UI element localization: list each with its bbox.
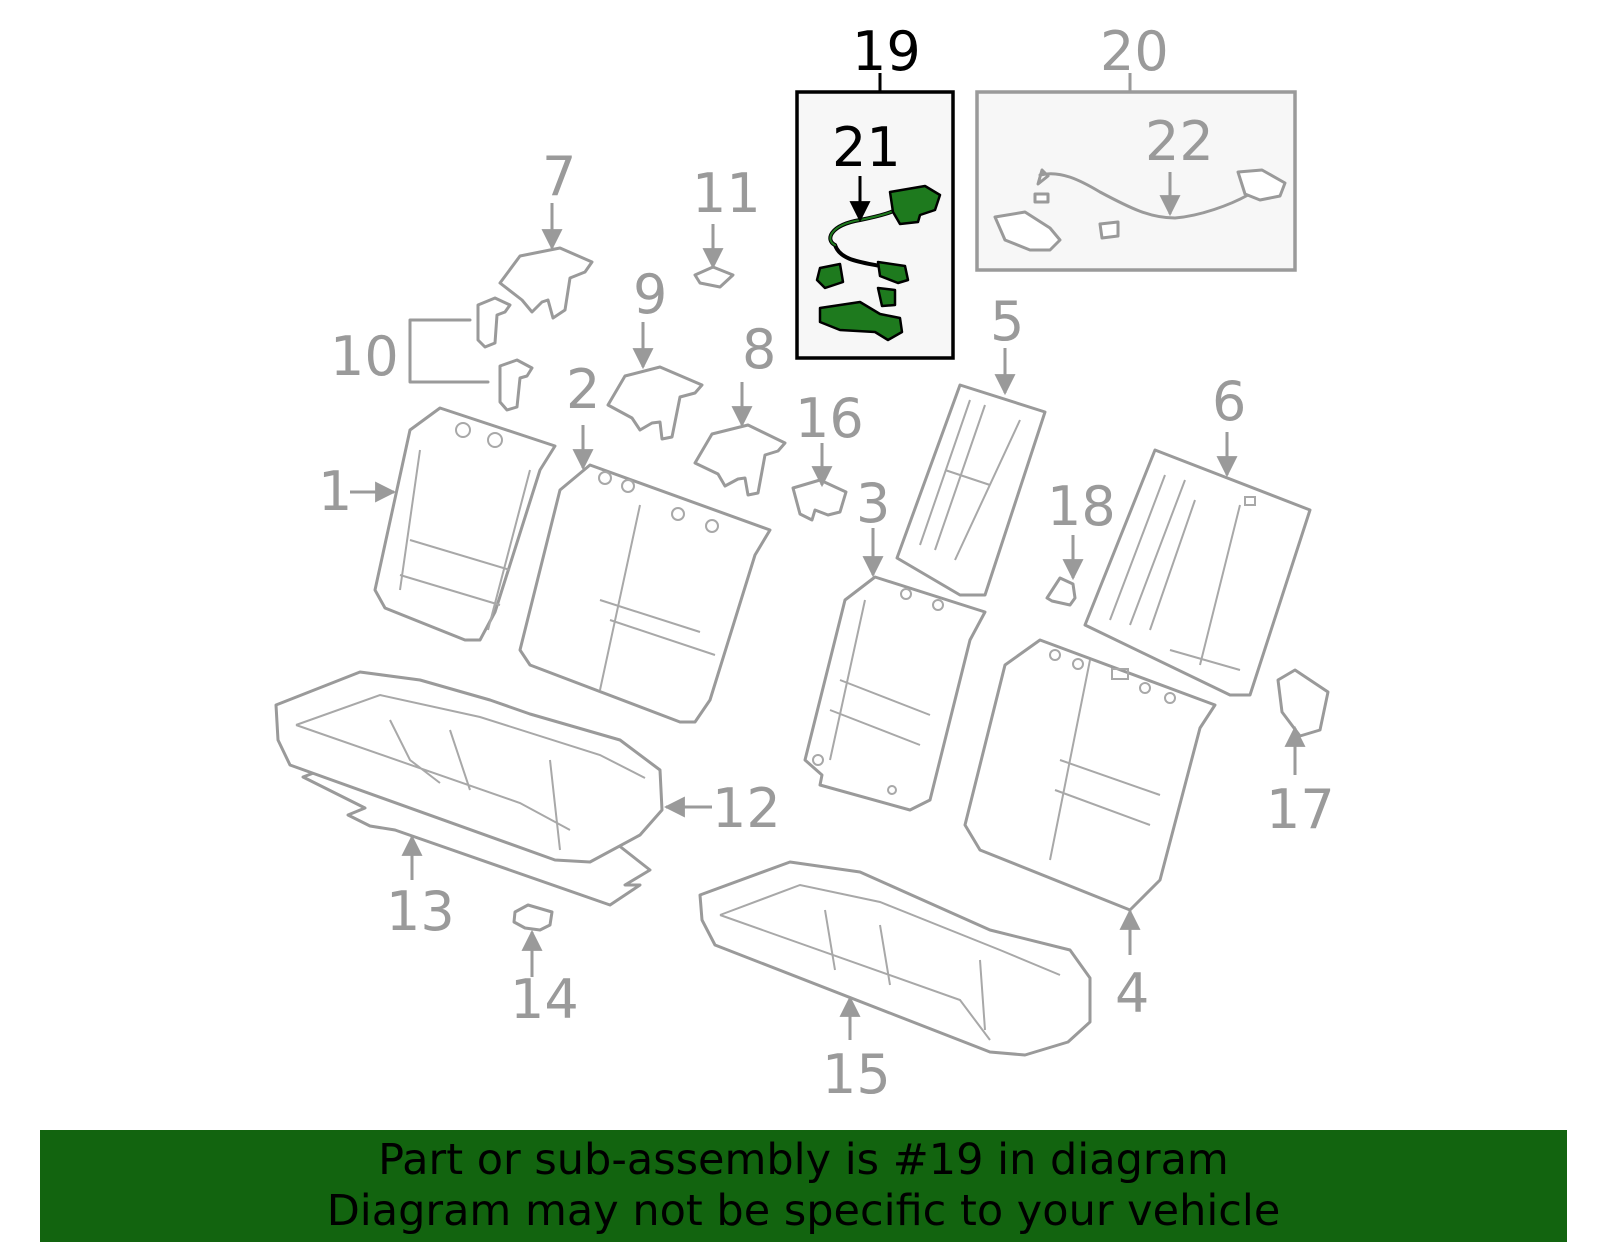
part-3-seatback[interactable] — [803, 575, 987, 812]
callout-8: 8 — [742, 318, 776, 381]
part-9[interactable] — [606, 365, 704, 441]
part-15-cushion-right[interactable] — [698, 860, 1092, 1057]
part-6-frame-right[interactable] — [1083, 448, 1312, 697]
callout-3: 3 — [856, 472, 890, 535]
callout-17: 17 — [1266, 778, 1335, 841]
part-5-frame[interactable] — [895, 383, 1047, 597]
part-14[interactable] — [512, 903, 554, 932]
bracket-10 — [408, 318, 490, 384]
callout-12: 12 — [712, 777, 781, 840]
part-16[interactable] — [791, 478, 848, 522]
part-22-cable[interactable] — [993, 168, 1287, 252]
callout-15: 15 — [822, 1043, 891, 1106]
callout-20: 20 — [1100, 20, 1169, 83]
callout-18: 18 — [1047, 475, 1116, 538]
part-2-seatback-center[interactable] — [518, 463, 772, 724]
part-1-seatback-left[interactable] — [373, 406, 557, 642]
callout-6: 6 — [1212, 370, 1246, 433]
callout-14: 14 — [510, 968, 579, 1031]
part-8[interactable] — [693, 423, 787, 497]
callout-2: 2 — [566, 358, 600, 421]
callout-10: 10 — [330, 325, 399, 388]
callout-11: 11 — [692, 162, 761, 225]
callout-21: 21 — [832, 116, 901, 179]
banner-line-1: Part or sub-assembly is #19 in diagram — [378, 1135, 1229, 1185]
callout-7: 7 — [542, 145, 576, 208]
part-10-upper[interactable] — [476, 296, 512, 349]
footer-banner: Part or sub-assembly is #19 in diagram D… — [40, 1130, 1567, 1242]
callout-13: 13 — [386, 880, 455, 943]
callout-16: 16 — [795, 387, 864, 450]
callout-1: 1 — [318, 460, 352, 523]
callout-9: 9 — [633, 263, 667, 326]
part-18[interactable] — [1045, 576, 1077, 607]
part-4-seatback-right[interactable] — [963, 638, 1217, 912]
footer-banner-bg — [40, 1130, 1567, 1242]
part-12-cushion-left[interactable] — [274, 670, 664, 864]
part-17[interactable] — [1276, 668, 1330, 738]
callout-4: 4 — [1115, 962, 1149, 1025]
callout-5: 5 — [990, 290, 1024, 353]
part-11[interactable] — [693, 265, 735, 289]
part-10-lower[interactable] — [498, 358, 534, 412]
banner-line-2: Diagram may not be specific to your vehi… — [326, 1186, 1281, 1236]
callout-19: 19 — [852, 20, 921, 83]
callout-22: 22 — [1145, 110, 1214, 173]
part-7[interactable] — [498, 246, 594, 320]
